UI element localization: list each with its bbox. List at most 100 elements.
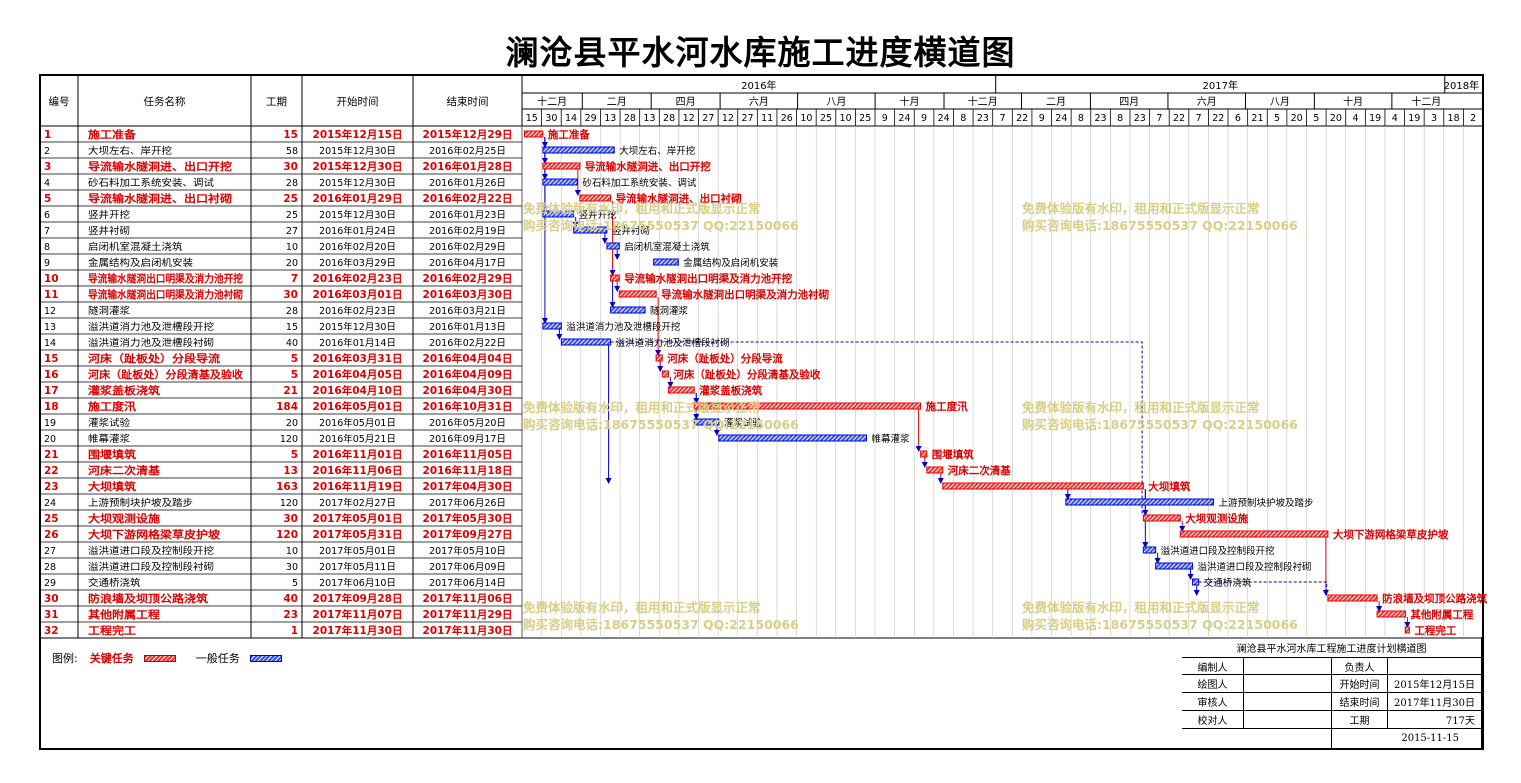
row-duration: 15 (286, 322, 298, 333)
task-bar (1376, 610, 1406, 618)
row-start-date: 2016年01月24日 (319, 225, 396, 237)
row-task-name: 工程完工 (88, 624, 137, 637)
task-bar-label: 溢洪道进口段及控制段开挖 (1161, 545, 1276, 557)
column-header-id: 编号 (49, 95, 70, 108)
task-bar-label: 溢洪道消力池及泄槽段开挖 (566, 321, 681, 333)
row-task-name: 竖井开挖 (88, 209, 131, 221)
month-label: 十二月 (537, 95, 567, 108)
task-bar (1179, 530, 1329, 538)
day-tick-label: 8 (1117, 113, 1123, 124)
row-start-date: 2016年11月19日 (313, 480, 403, 493)
watermark-line2: 购买咨询电话:18675550537 QQ:22150066 (523, 617, 799, 632)
task-bar (618, 290, 657, 298)
row-duration: 23 (283, 609, 298, 621)
task-bar (560, 338, 612, 346)
task-bar-label: 防浪墙及坝顶公路浇筑 (1382, 592, 1487, 605)
row-duration: 30 (286, 562, 298, 573)
watermark-line2: 购买咨询电话:18675550537 QQ:22150066 (1022, 218, 1298, 233)
row-task-name: 导流输水隧洞进、出口衬砌 (88, 192, 233, 205)
reviewer-value (1244, 693, 1332, 711)
row-duration: 30 (283, 289, 298, 301)
task-bars: 施工准备大坝左右、岸开挖导流输水隧洞进、出口开挖砂石料加工系统安装、调试导流输水… (523, 128, 1488, 637)
row-start-date: 2016年03月01日 (313, 288, 403, 301)
row-end-date: 2016年04月17日 (429, 257, 506, 269)
month-label: 十月 (1343, 95, 1363, 108)
row-start-date: 2016年02月20日 (319, 241, 396, 253)
month-label: 二月 (1046, 96, 1066, 108)
row-duration: 5 (291, 353, 298, 365)
row-id: 23 (44, 481, 59, 493)
row-start-date: 2017年05月01日 (319, 545, 396, 557)
row-duration: 7 (291, 273, 298, 285)
day-tick-label: 29 (585, 113, 597, 124)
watermark-line1: 免费体验版有水印，租用和正式版显示正常 (523, 600, 761, 615)
row-id: 12 (44, 306, 56, 317)
day-tick-label: 22 (1212, 113, 1224, 124)
row-end-date: 2016年05月20日 (429, 417, 506, 429)
task-bar (523, 130, 544, 138)
day-tick-label: 4 (1392, 113, 1398, 124)
watermark-line2: 购买咨询电话:18675550537 QQ:22150066 (523, 218, 799, 233)
row-end-date: 2016年02月29日 (423, 272, 513, 285)
row-id: 30 (44, 593, 59, 605)
month-label: 四月 (676, 96, 696, 108)
dependency-links (541, 137, 1411, 628)
row-start-date: 2016年01月29日 (313, 192, 403, 205)
task-bar-label: 上游预制块护坡及踏步 (1218, 497, 1313, 509)
legend-label: 图例: (52, 652, 78, 665)
watermark-line1: 免费体验版有水印，租用和正式版显示正常 (1022, 201, 1260, 216)
owner-value (1388, 658, 1482, 675)
task-bar-label: 大坝左右、岸开挖 (619, 145, 696, 157)
row-start-date: 2017年09月28日 (313, 592, 403, 605)
row-task-name: 围堰填筑 (88, 448, 137, 461)
title-block-title: 澜沧县平水河水库工程施工进度计划横道图 (1182, 637, 1482, 658)
row-task-name: 交通桥浇筑 (88, 577, 141, 589)
day-tick-label: 9 (882, 113, 888, 124)
row-id: 9 (44, 258, 50, 269)
month-label: 八月 (826, 96, 846, 108)
day-tick-label: 22 (1016, 113, 1028, 124)
row-duration: 30 (283, 513, 298, 525)
row-start-date: 2016年01月14日 (319, 337, 396, 349)
row-duration: 25 (286, 210, 298, 221)
row-duration: 40 (286, 338, 298, 349)
day-tick-label: 24 (898, 113, 910, 124)
task-bar (926, 466, 944, 474)
day-tick-label: 8 (1078, 113, 1084, 124)
task-bar (579, 194, 612, 202)
task-bar (542, 178, 578, 186)
row-start-date: 2015年12月30日 (319, 145, 396, 157)
row-start-date: 2015年12月30日 (319, 321, 396, 333)
row-end-date: 2017年04月30日 (423, 480, 513, 493)
day-tick-label: 9 (1039, 113, 1045, 124)
row-start-date: 2016年04月05日 (313, 368, 403, 381)
row-duration: 40 (283, 593, 298, 605)
column-header-dur: 工期 (266, 96, 287, 108)
row-start-date: 2017年11月30日 (313, 624, 403, 637)
row-end-date: 2016年09月17日 (429, 433, 506, 445)
row-start-date: 2015年12月30日 (319, 209, 396, 221)
watermark-line2: 购买咨询电话:18675550537 QQ:22150066 (523, 417, 799, 432)
task-bar (542, 322, 562, 330)
day-tick-label: 6 (1235, 113, 1241, 124)
row-task-name: 启闭机室混凝土浇筑 (88, 241, 183, 253)
row-duration: 120 (280, 434, 298, 445)
watermark-line2: 购买咨询电话:18675550537 QQ:22150066 (1022, 617, 1298, 632)
task-bar-label: 河床（趾板处）分段清基及验收 (673, 368, 820, 381)
row-task-name: 溢洪道消力池及泄槽段衬砌 (88, 337, 214, 349)
end-value: 2017年11月30日 (1388, 693, 1482, 711)
footer-date: 2015-11-15 (1332, 729, 1482, 748)
footer-blank (1182, 729, 1332, 748)
row-end-date: 2016年02月22日 (429, 337, 506, 349)
day-tick-label: 12 (683, 113, 695, 124)
row-start-date: 2017年05月31日 (313, 528, 403, 541)
row-duration: 28 (286, 178, 298, 189)
row-id: 5 (44, 193, 51, 205)
day-tick-label: 3 (1431, 113, 1437, 124)
task-bar-label: 导流输水隧洞出口明渠及消力池开挖 (624, 272, 792, 285)
row-id: 28 (44, 562, 56, 573)
row-duration: 25 (283, 193, 298, 205)
year-label: 2018年 (1444, 79, 1479, 92)
row-end-date: 2016年02月22日 (423, 192, 513, 205)
